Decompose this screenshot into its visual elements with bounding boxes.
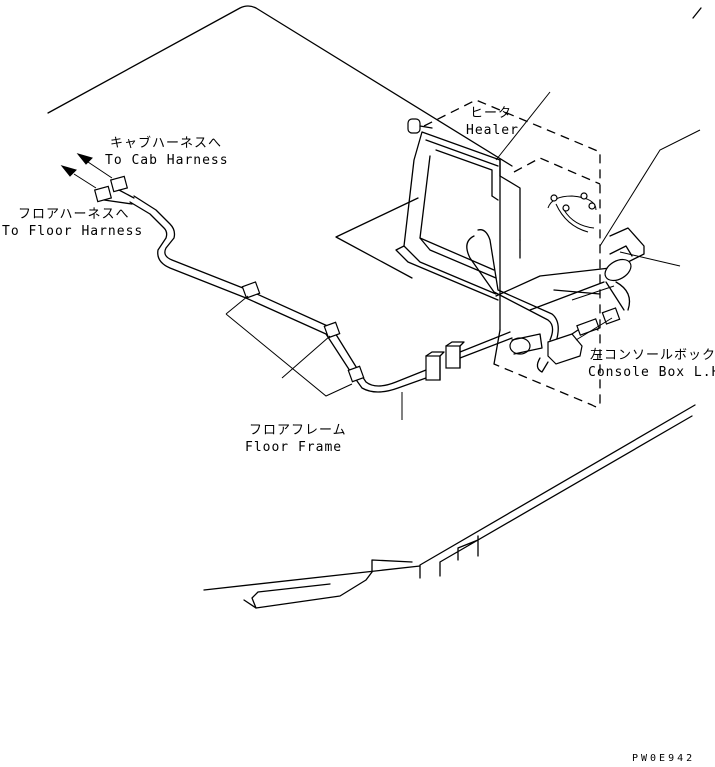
label-floor-frame-en: Floor Frame [245,440,342,455]
arrow-to-floor-harness [60,165,77,177]
leader-console-3 [571,285,615,301]
clamp-3 [347,365,365,383]
drawing-code: PW0E942 [632,753,695,764]
leader-heater [495,91,551,161]
floor-bottom-edge [203,565,421,609]
cab-harness-connectors [60,153,135,205]
leader-console-4 [575,317,613,341]
label-cab-harness-jp: キャブハーネスへ [110,135,222,151]
clamp-2 [323,321,341,339]
leader-floor-frame [225,295,353,397]
console-box-lh [423,99,611,408]
plug-connector-2 [601,307,621,325]
label-floor-harness-en: To Floor Harness [2,224,143,239]
arrow-to-cab-harness [76,153,93,165]
label-heater-jp: ヒータ [470,106,512,121]
label-floor-frame-jp: フロアフレーム [249,423,347,438]
label-floor-harness-jp: フロアハーネスへ [18,207,129,222]
heater-unit [395,118,501,331]
connector-block-b [445,345,461,369]
label-cab-harness-en: To Cab Harness [105,153,229,168]
connector-block-a [425,355,441,381]
floor-lower-edge [419,404,696,579]
cab-roof-outline [47,5,513,167]
floor-plate [335,197,419,279]
leader-console-1 [599,129,701,247]
wire-harness [129,195,559,393]
relay [547,333,583,365]
label-console-jp: 左コンソールボックス [590,348,715,363]
label-console-en: Console Box L.H. [588,365,715,380]
clamp-1 [241,281,261,299]
heater-pipe [604,227,645,311]
leader-console-2 [619,251,681,267]
cab-right-edge [692,7,702,19]
label-heater-en: Healer [466,123,519,138]
